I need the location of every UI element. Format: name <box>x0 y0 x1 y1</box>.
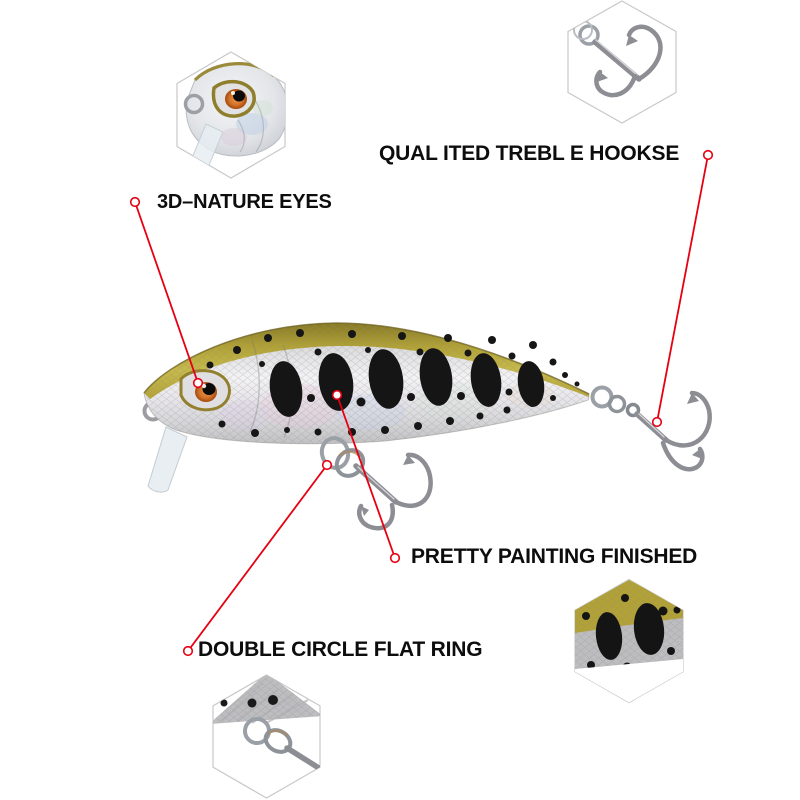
lure-body <box>142 322 712 531</box>
hooks-leader-line <box>656 154 709 423</box>
callout-label-eyes: 3D–NATURE EYES <box>157 191 332 213</box>
callout-label-ring: DOUBLE CIRCLE FLAT RING <box>198 638 483 661</box>
treble-hook-closeup-inset <box>573 20 663 98</box>
callout-endpoint-dots <box>129 149 714 657</box>
callout-lines <box>129 149 714 657</box>
belly-treble-hook <box>319 436 433 531</box>
lure-eye <box>179 369 231 412</box>
ring-leader-line <box>187 464 328 652</box>
lure-bill <box>147 426 188 493</box>
split-ring-closeup-inset <box>213 675 320 795</box>
rear-treble-hook <box>590 385 712 472</box>
lure-large-spots <box>269 348 545 417</box>
callout-label-paint: PRETTY PAINTING FINISHED <box>411 545 698 568</box>
eyes-leader-line <box>134 201 199 384</box>
paint-leader-line <box>336 394 396 559</box>
callout-label-hooks: QUAL ITED TREBL E HOOKSE <box>379 142 680 165</box>
lure-small-spots <box>187 329 580 437</box>
body-pattern-closeup-inset <box>575 580 683 703</box>
